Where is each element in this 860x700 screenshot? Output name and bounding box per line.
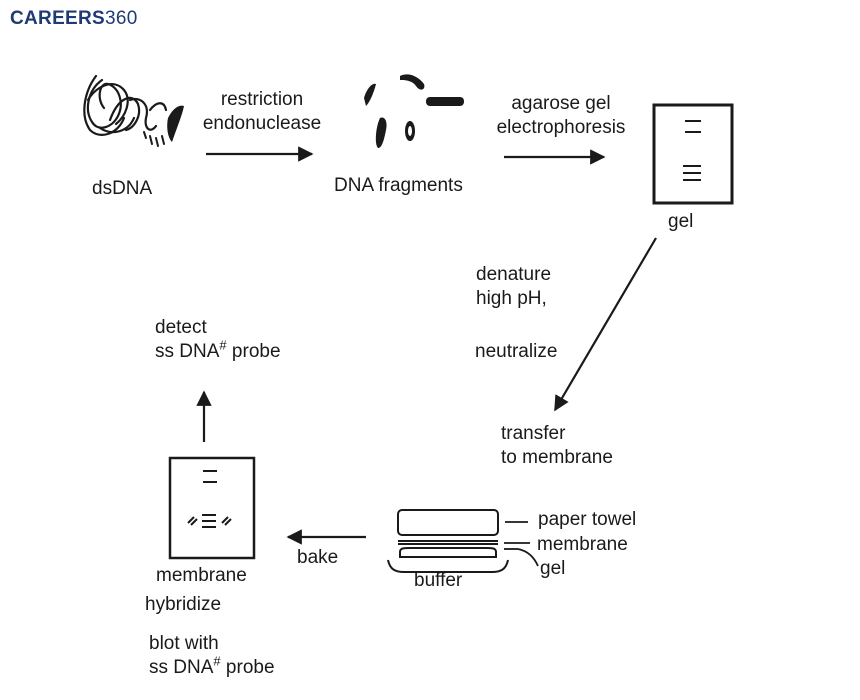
label-transfer-line1: transfer: [501, 423, 566, 444]
dsdna-strand-drawing: [83, 74, 168, 136]
label-detect-line1: detect: [155, 317, 207, 338]
label-blot-hash: #: [213, 653, 221, 669]
careers360-logo: CAREERS360: [10, 8, 138, 30]
label-dsdna: dsDNA: [92, 178, 153, 199]
label-membrane: membrane: [156, 565, 247, 586]
label-denature-line1: denature: [476, 264, 552, 285]
label-gel: gel: [668, 211, 694, 232]
label-restriction-line1: restriction: [220, 89, 304, 110]
label-detect-hash: #: [219, 337, 227, 353]
label-buffer: buffer: [414, 570, 463, 591]
label-gel-layer: gel: [540, 558, 566, 579]
label-transfer-line2: to membrane: [501, 447, 613, 468]
label-hybridize: hybridize: [145, 594, 222, 615]
blot-stack: [387, 509, 509, 573]
label-paper-towel: paper towel: [538, 509, 637, 530]
logo-number: 360: [105, 8, 138, 29]
label-agarose-line2: electrophoresis: [496, 117, 626, 138]
label-denature: denature high pH,: [476, 263, 551, 311]
label-agarose-electrophoresis: agarose gel electrophoresis: [478, 92, 644, 140]
dsdna-dark-segment: [167, 105, 184, 142]
label-denature-line2: high pH,: [476, 288, 547, 309]
label-neutralize: neutralize: [475, 341, 558, 362]
label-dna-fragments: DNA fragments: [334, 175, 463, 196]
label-restriction-line2: endonuclease: [202, 113, 322, 134]
arrow-to-transfer: [554, 237, 657, 412]
dna-fragments-drawing: [364, 74, 464, 148]
label-blot-ssdna: ss DNA: [149, 657, 214, 678]
dsdna-dashes: [143, 131, 165, 147]
membrane-box: [168, 456, 256, 560]
label-restriction-endonuclease: restriction endonuclease: [188, 88, 336, 136]
label-blot-line1: blot with: [149, 633, 219, 654]
label-detect-probe: detect ss DNA# probe: [155, 316, 281, 364]
label-blot-line2: ss DNA# probe: [149, 653, 275, 680]
layer-leader-lines: [504, 521, 539, 567]
label-detect-line2: ss DNA# probe: [155, 337, 281, 364]
label-blot-with-probe: blot with ss DNA# probe: [149, 632, 275, 680]
label-agarose-line1: agarose gel: [511, 93, 611, 114]
gel-box: [652, 103, 734, 205]
label-bake: bake: [297, 547, 339, 568]
probe-hash-marks: [187, 516, 232, 526]
label-membrane-layer: membrane: [537, 534, 628, 555]
label-detect-ssdna: ss DNA: [155, 341, 220, 362]
label-detect-probe: probe: [226, 341, 281, 362]
label-transfer: transfer to membrane: [501, 422, 613, 470]
label-blot-probe: probe: [220, 657, 275, 678]
logo-brand: CAREERS: [10, 8, 106, 29]
